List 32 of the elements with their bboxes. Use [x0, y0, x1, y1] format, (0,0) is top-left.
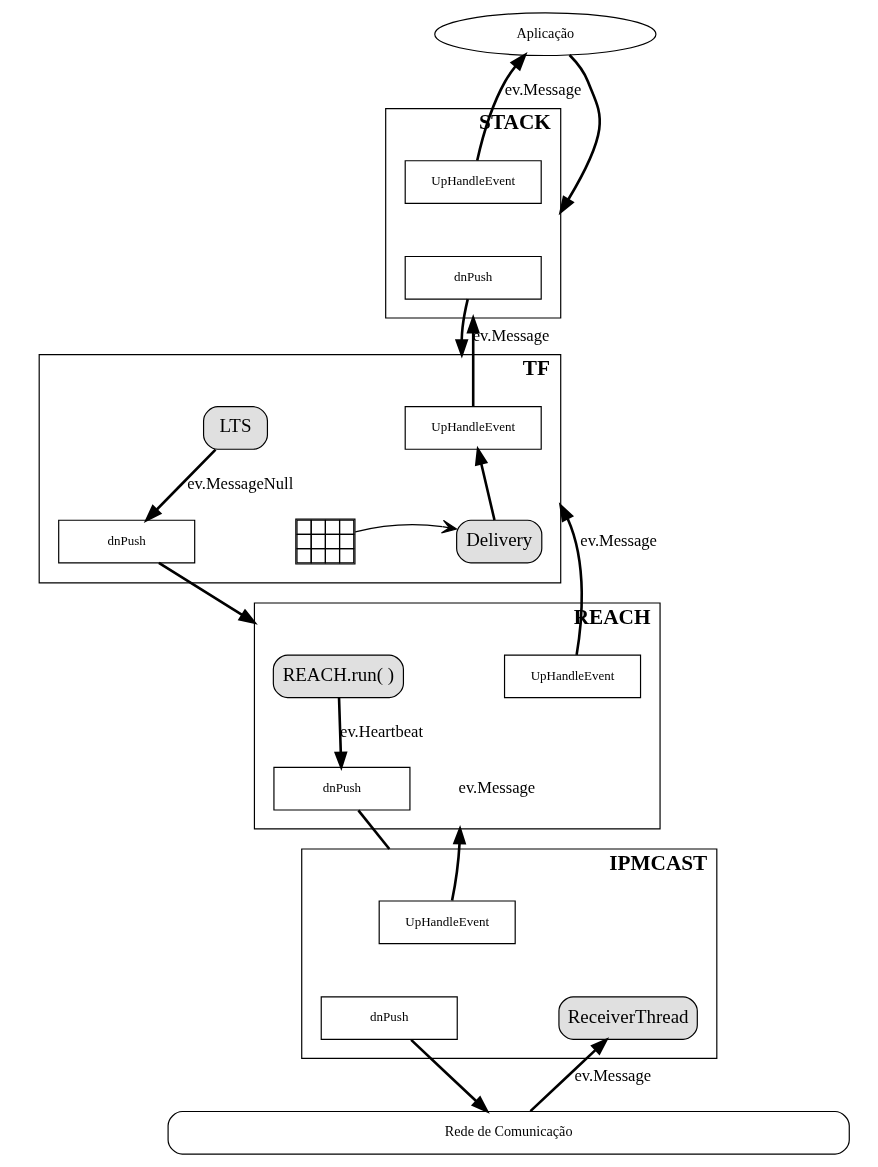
arrow [409, 1038, 490, 1114]
node-box: REACH.run( ) [272, 654, 404, 699]
arrow [529, 1037, 609, 1113]
node-box: dnPush [272, 766, 411, 811]
edge-label: ev.Message [472, 325, 549, 345]
edge-label: ev.MessageNull [186, 473, 293, 493]
node-box: dnPush [320, 996, 458, 1040]
arrow [474, 445, 496, 521]
arrow [354, 519, 457, 534]
node-box: UpHandleEvent [378, 900, 516, 945]
arrow [558, 502, 583, 656]
node-box: LTS [202, 406, 268, 450]
arrow [143, 448, 216, 523]
node-box: dnPush [57, 519, 195, 564]
node-box: ReceiverThread [557, 996, 698, 1040]
arrow [558, 54, 601, 216]
edge-label: ev.Message [458, 778, 535, 798]
node-box: UpHandleEvent [404, 406, 542, 450]
node-box: Delivery [455, 519, 542, 564]
edge-label: ev.Heartbeat [339, 721, 423, 741]
edge-label: ev.Message [504, 79, 581, 99]
node-box: dnPush [404, 255, 542, 300]
node-ellipse: Aplicação [433, 12, 656, 57]
edge-label: ev.Message [579, 530, 657, 550]
node-box: UpHandleEvent [404, 160, 542, 204]
node-box: Rede de Comunicação [167, 1110, 850, 1155]
edge-label: ev.Message [573, 1066, 651, 1086]
arrow [450, 824, 466, 901]
arrow [157, 561, 258, 625]
arrow [465, 314, 480, 407]
node-box: UpHandleEvent [503, 654, 641, 699]
arrow [333, 697, 348, 772]
